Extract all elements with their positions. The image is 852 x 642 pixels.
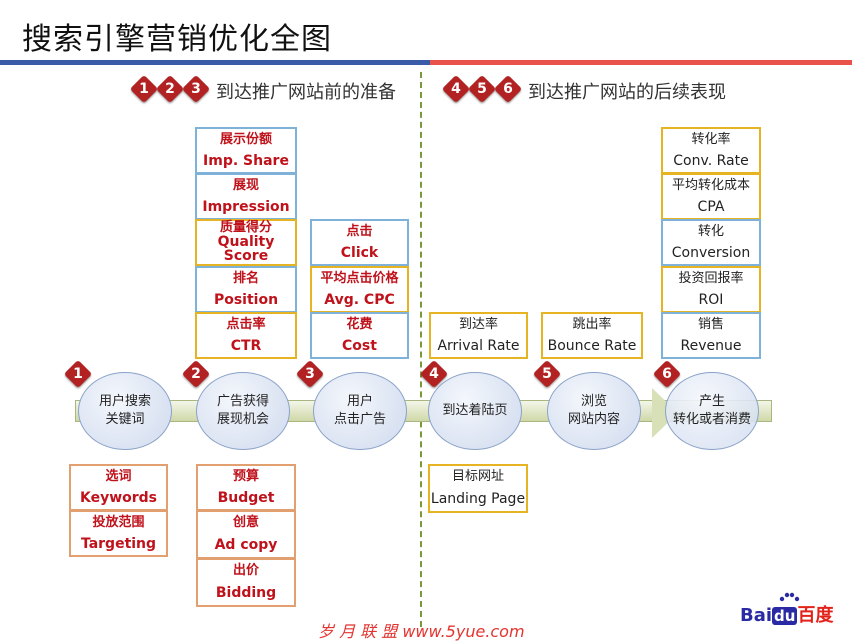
page-title: 搜索引擎营销优化全图 xyxy=(22,22,332,57)
header-badge-3: 3 xyxy=(181,74,211,104)
stage-browse-site: 浏览网站内容 xyxy=(547,372,641,450)
stage-ad-impression: 广告获得展现机会 xyxy=(196,372,290,450)
stage-badge-1: 1 xyxy=(63,359,93,389)
stage-user-click: 用户点击广告 xyxy=(313,372,407,450)
header-left-text: 到达推广网站前的准备 xyxy=(216,82,396,103)
title-bar-red xyxy=(430,60,852,65)
watermark-text: 岁 月 联 盟 www.5yue.com xyxy=(318,622,525,641)
header-badge-4: 4 xyxy=(441,74,471,104)
header-badge-6: 6 xyxy=(493,74,523,104)
stage-landing-page: 到达着陆页 xyxy=(428,372,522,450)
section-divider xyxy=(420,72,422,627)
baidu-paw-icon xyxy=(779,592,800,602)
stage-badge-3: 3 xyxy=(295,359,325,389)
stage-badge-2: 2 xyxy=(181,359,211,389)
header-badge-1: 1 xyxy=(129,74,159,104)
header-badge-2: 2 xyxy=(155,74,185,104)
stage-conversion: 产生转化或者消费 xyxy=(665,372,759,450)
header-right-text: 到达推广网站的后续表现 xyxy=(528,82,726,103)
header-badge-5: 5 xyxy=(467,74,497,104)
stage-search-keywords: 用户搜索关键词 xyxy=(78,372,172,450)
stage-badge-5: 5 xyxy=(532,359,562,389)
title-bar-blue xyxy=(0,60,430,65)
